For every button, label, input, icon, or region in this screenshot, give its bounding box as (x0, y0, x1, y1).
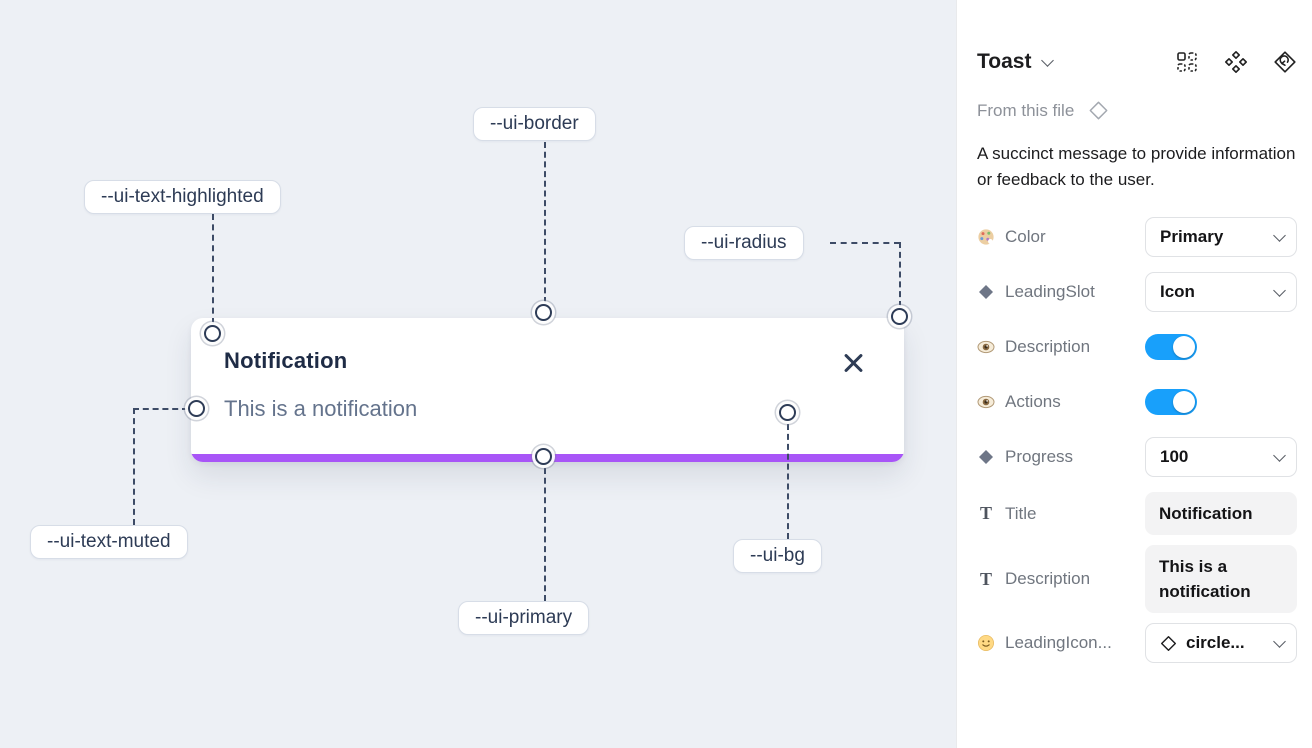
prop-label-leadingslot: LeadingSlot (1005, 282, 1095, 301)
prop-row-description-text: T Description This is a notification (977, 545, 1297, 613)
connector-line (212, 214, 214, 324)
source-label: From this file (977, 100, 1075, 120)
text-icon: T (979, 503, 992, 523)
prop-label-description: Description (1005, 337, 1091, 356)
connector-dot (535, 304, 552, 321)
annotation-ui-text-highlighted: --ui-text-highlighted (84, 180, 281, 214)
prop-row-color: Color Primary (977, 217, 1297, 257)
eye-icon (977, 338, 995, 356)
diamond-icon (977, 283, 995, 301)
chevron-down-icon (1273, 283, 1286, 297)
smiley-icon (977, 634, 995, 652)
chevron-down-icon[interactable] (1041, 53, 1055, 67)
variants-icon[interactable] (1224, 50, 1248, 74)
annotation-ui-radius: --ui-radius (684, 226, 804, 260)
connector-line (830, 242, 900, 244)
toggle-knob (1173, 336, 1195, 358)
prop-label-description-text: Description (1005, 569, 1091, 588)
annotation-ui-primary: --ui-primary (458, 601, 590, 635)
panel-header: Toast (977, 50, 1297, 74)
component-description: A succinct message to provide informatio… (977, 144, 1296, 189)
description-field[interactable]: This is a notification (1145, 545, 1297, 613)
prop-row-leadingicon: LeadingIcon... circle... (977, 623, 1297, 663)
prop-row-description-toggle: Description (977, 327, 1297, 367)
property-list: Color Primary LeadingSlot Icon (977, 217, 1297, 663)
connector-dot (204, 325, 221, 342)
leadingicon-select[interactable]: circle... (1145, 623, 1297, 663)
instance-grid-icon[interactable] (1175, 50, 1199, 74)
progress-select[interactable]: 100 (1145, 437, 1297, 477)
prop-label-actions: Actions (1005, 392, 1061, 411)
annotation-ui-bg: --ui-bg (733, 539, 822, 573)
toast-description: This is a notification (224, 396, 418, 421)
prop-label-color: Color (1005, 227, 1046, 246)
color-select[interactable]: Primary (1145, 217, 1297, 257)
prop-row-title: T Title Notification (977, 492, 1297, 535)
design-canvas: Notification This is a notification --ui… (0, 0, 956, 748)
prop-row-actions-toggle: Actions (977, 382, 1297, 422)
close-icon[interactable] (842, 352, 864, 374)
connector-dot (188, 400, 205, 417)
prop-row-leadingslot: LeadingSlot Icon (977, 272, 1297, 312)
connector-dot (891, 308, 908, 325)
palette-icon (977, 228, 995, 246)
connector-line (899, 242, 901, 307)
component-title: Toast (977, 50, 1032, 73)
prop-label-progress: Progress (1005, 447, 1074, 466)
prop-label-leadingicon: LeadingIcon... (1005, 633, 1112, 652)
chevron-down-icon (1273, 634, 1286, 648)
actions-toggle[interactable] (1145, 389, 1197, 415)
eye-icon (977, 393, 995, 411)
connector-line (133, 408, 188, 410)
go-to-main-component-icon[interactable] (1273, 50, 1297, 74)
component-diamond-icon (1089, 101, 1108, 120)
annotation-ui-border: --ui-border (473, 107, 596, 141)
source-row: From this file (977, 100, 1297, 121)
connector-line (544, 468, 546, 601)
properties-panel: Toast (956, 0, 1312, 748)
toggle-knob (1173, 391, 1195, 413)
annotation-ui-text-muted: --ui-text-muted (30, 525, 188, 559)
connector-dot (779, 404, 796, 421)
toast-title: Notification (224, 348, 348, 373)
connector-line (544, 142, 546, 303)
toast-component[interactable]: Notification This is a notification (191, 318, 904, 462)
instance-diamond-icon (1160, 635, 1177, 651)
leadingslot-select[interactable]: Icon (1145, 272, 1297, 312)
text-icon: T (979, 568, 992, 589)
chevron-down-icon (1273, 228, 1286, 242)
prop-label-title: Title (1005, 503, 1037, 523)
diamond-icon (977, 448, 995, 466)
title-field[interactable]: Notification (1145, 492, 1297, 535)
connector-line (787, 424, 789, 539)
connector-dot (535, 448, 552, 465)
description-toggle[interactable] (1145, 334, 1197, 360)
connector-line (133, 408, 135, 525)
prop-row-progress: Progress 100 (977, 437, 1297, 477)
chevron-down-icon (1273, 448, 1286, 462)
